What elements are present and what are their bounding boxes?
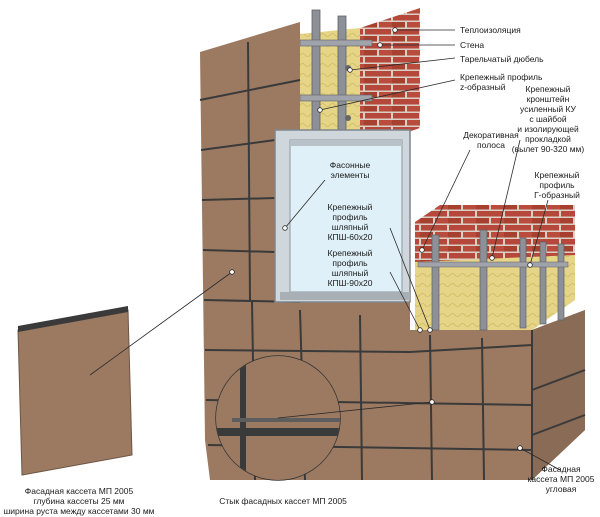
window-sill bbox=[280, 292, 410, 300]
leader-dots bbox=[229, 27, 533, 451]
loose-cassette bbox=[17, 306, 133, 476]
label-shaped-elements: Фасонные элементы bbox=[329, 160, 371, 180]
label-z-profile: Крепежный профиль z-образный bbox=[460, 72, 543, 92]
window-opening bbox=[274, 129, 411, 303]
leader-lines bbox=[89, 29, 561, 471]
label-insulation: Теплоизоляция bbox=[460, 25, 521, 35]
window-glass bbox=[289, 139, 403, 293]
lower-hat-profile bbox=[417, 261, 569, 268]
upper-z-profile bbox=[337, 15, 347, 143]
facade-return-side bbox=[532, 310, 585, 480]
label-kpsh60: Крепежный профиль шляпный КПШ-60х20 bbox=[327, 202, 373, 242]
label-kpsh90: Крепежный профиль шляпный КПШ-90х20 bbox=[327, 248, 373, 288]
loose-cassette-flange bbox=[18, 306, 128, 332]
lower-cutaway bbox=[415, 205, 575, 331]
upper-z-profile bbox=[311, 9, 321, 143]
lower-insulation bbox=[415, 255, 575, 330]
upper-hat-profile bbox=[299, 39, 373, 47]
label-dowel: Тарельчатый дюбель bbox=[460, 54, 544, 64]
upper-brick-wall bbox=[360, 8, 420, 148]
label-bracket: Крепежный кронштейн усиленный КУ с шайбо… bbox=[511, 84, 585, 154]
label-joint: Стык фасадных кассет МП 2005 bbox=[219, 496, 347, 506]
loose-cassette-panel bbox=[17, 309, 133, 476]
upper-hat-profile bbox=[299, 94, 373, 102]
label-cassette-left: Фасадная кассета МП 2005 глубина кассеты… bbox=[3, 486, 155, 516]
dowel-marker bbox=[345, 115, 351, 121]
label-corner-cassette: Фасадная кассета МП 2005 угловая bbox=[527, 464, 595, 494]
upper-wall-section bbox=[299, 8, 420, 148]
window-head-trim bbox=[290, 140, 402, 146]
label-wall: Стена bbox=[460, 40, 485, 50]
lower-profiles bbox=[431, 229, 565, 331]
label-decor-strip: Декоративная полоса bbox=[463, 130, 519, 150]
label-g-profile: Крепежный профиль Г-образный bbox=[534, 170, 580, 200]
